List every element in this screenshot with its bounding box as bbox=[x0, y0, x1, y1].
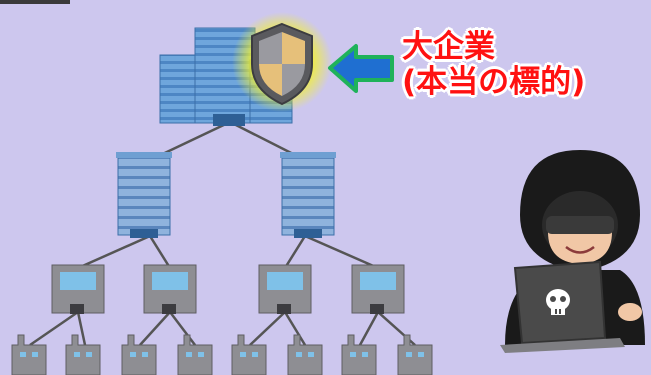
small-building-4 bbox=[351, 264, 405, 314]
skull-icon bbox=[546, 289, 570, 315]
small-building-2 bbox=[143, 264, 197, 314]
mid-building-right bbox=[280, 152, 336, 238]
hacker-icon bbox=[500, 150, 645, 353]
target-label: 大企業 (本当の標的) bbox=[402, 30, 642, 99]
shield-icon bbox=[251, 22, 313, 106]
partial-top-line bbox=[0, 0, 70, 4]
factory-windows bbox=[20, 352, 424, 357]
label-line-2: (本当の標的) bbox=[402, 63, 586, 100]
arrow-left-icon bbox=[328, 44, 394, 93]
small-building-3 bbox=[258, 264, 312, 314]
small-building-1 bbox=[51, 264, 105, 314]
label-line-1: 大企業 bbox=[402, 29, 495, 65]
mid-building-left bbox=[116, 152, 172, 238]
factory-row bbox=[11, 334, 433, 375]
